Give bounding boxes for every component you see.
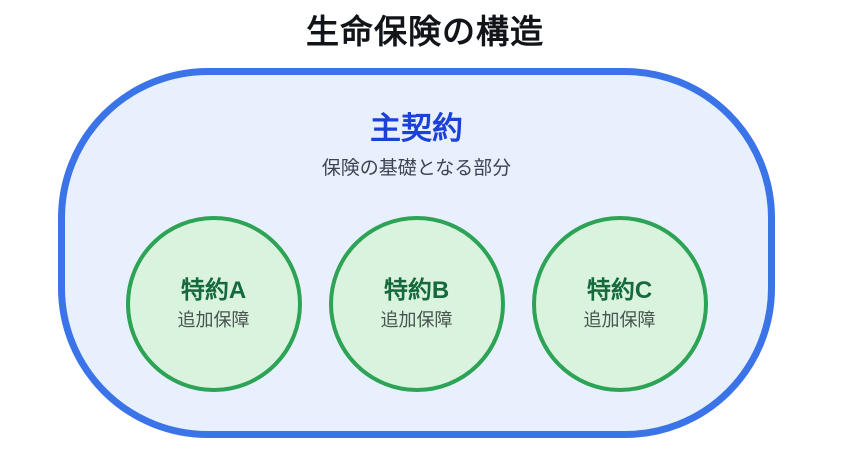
- main-contract-description: 保険の基礎となる部分: [321, 158, 512, 179]
- rider-circle-b: 特約B 追加保障: [328, 216, 505, 392]
- rider-a-label: 特約A: [180, 277, 247, 304]
- rider-b-label: 特約B: [383, 277, 450, 304]
- rider-c-sublabel: 追加保障: [583, 310, 656, 330]
- rider-a-sublabel: 追加保障: [177, 310, 250, 330]
- page-title: 生命保険の構造: [306, 13, 544, 50]
- main-contract-container: 主契約 保険の基礎となる部分 特約A 追加保障 特約B 追加保障 特約C 追加保…: [58, 68, 775, 438]
- rider-circle-a: 特約A 追加保障: [125, 216, 302, 392]
- riders-row: 特約A 追加保障 特約B 追加保障 特約C 追加保障: [125, 216, 708, 392]
- main-contract-label: 主契約: [370, 111, 463, 146]
- rider-b-sublabel: 追加保障: [380, 310, 453, 330]
- rider-c-label: 特約C: [586, 277, 653, 304]
- rider-circle-c: 特約C 追加保障: [531, 216, 708, 392]
